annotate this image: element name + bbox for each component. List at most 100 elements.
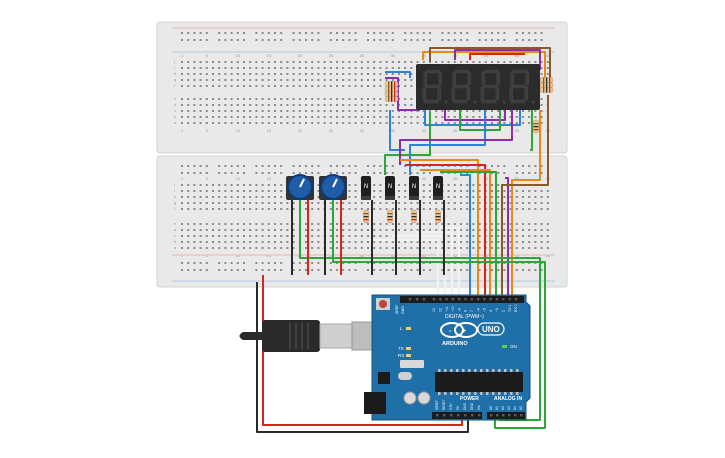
resistor[interactable] [539,82,554,88]
breadboard[interactable]: 1111555510101010151515152020202025252525… [156,21,568,288]
digital-pin[interactable] [483,298,486,301]
analog-pin[interactable] [502,414,505,417]
breadboard-hole [218,61,221,63]
breadboard-hole [199,116,202,118]
digital-pin[interactable] [439,298,442,301]
breadboard-hole [404,184,407,186]
breadboard-hole [354,110,357,112]
resistor[interactable] [435,209,441,224]
wire-purple-display-3[interactable] [444,105,506,121]
breadboard-hole [249,61,252,63]
transistor[interactable]: N [385,176,395,200]
header-pin[interactable] [422,298,426,301]
digital-pin[interactable] [458,298,461,301]
rail-hole [540,269,543,271]
power-pin[interactable] [478,414,481,417]
resistor[interactable] [533,119,539,134]
seven-segment-display[interactable] [416,64,540,110]
breadboard-hole [274,202,276,204]
breadboard-hole [280,85,283,87]
breadboard-hole [466,229,469,231]
wire-orange-seg-1[interactable] [400,159,479,298]
breadboard-hole [441,202,444,204]
breadboard-hole [435,122,438,124]
resistor[interactable] [539,77,554,83]
wire-orange-seg-2[interactable] [420,169,491,298]
wire-orange-display-1[interactable] [422,51,546,88]
analog-pin[interactable] [514,414,517,417]
resistor[interactable] [384,96,399,102]
breadboard-hole [373,67,376,69]
wire-green-display-2[interactable] [384,112,431,175]
analog-pin[interactable] [520,414,523,417]
breadboard-hole [181,229,183,231]
digital-pin[interactable] [451,298,455,301]
power-pin[interactable] [450,414,453,417]
resistor[interactable] [539,87,554,93]
wire-brown-display[interactable] [429,47,551,92]
transistor[interactable]: N [433,176,443,200]
wire-blue-display-2[interactable] [424,105,521,126]
mcu-pin [498,369,501,372]
resistor[interactable] [384,86,399,92]
digital-pin[interactable] [470,298,473,301]
wire-blue-display-1[interactable] [385,71,411,78]
breadboard-hole [298,79,301,81]
breadboard-bottom-half [156,155,568,288]
digital-pin[interactable] [476,298,480,301]
wire-red-display[interactable] [469,53,525,60]
power-pin[interactable] [436,414,439,417]
power-pin[interactable] [464,414,467,417]
wire-white-base-1[interactable] [368,238,440,298]
breadboard-hole [497,110,500,112]
transistor[interactable]: N [361,176,371,200]
digital-pin[interactable] [464,298,467,301]
resistor[interactable] [387,209,393,224]
digital-pin[interactable] [432,298,436,301]
digital-pin[interactable] [502,298,505,301]
wire-white-base-4[interactable] [440,226,461,298]
rail-hole [379,165,382,167]
potentiometer-2[interactable] [319,174,347,200]
wire-green-display-3[interactable] [530,108,533,151]
resistor[interactable] [384,81,399,87]
wire-brown-seg[interactable] [501,95,549,298]
wire-green-seg[interactable] [440,171,497,298]
wire-green-display-1[interactable] [459,108,501,131]
power-pin[interactable] [457,414,460,417]
power-pin[interactable] [443,414,446,417]
digital-pin[interactable] [514,298,518,301]
column-number: 60 [546,53,551,58]
wire-orange-seg-3[interactable] [511,110,541,298]
resistor[interactable] [411,209,417,224]
wire-green-pot-2[interactable] [332,200,546,429]
analog-pin[interactable] [490,414,493,417]
usb-cable[interactable] [239,320,379,352]
reset-button-cap[interactable] [379,300,387,308]
display-segment [525,71,530,86]
analog-pin[interactable] [508,414,511,417]
digital-pin[interactable] [508,298,511,301]
transistor[interactable]: N [409,176,419,200]
breadboard-hole [404,85,407,87]
analog-pin[interactable] [496,414,499,417]
power-pin[interactable] [471,414,474,417]
rail-hole [429,172,431,174]
wire-purple-display-1[interactable] [454,49,541,70]
resistor[interactable] [363,209,369,224]
breadboard-hole [354,104,357,106]
potentiometer-1[interactable] [286,174,314,200]
header-pin[interactable] [415,298,419,301]
breadboard-hole [373,122,376,124]
header-pin[interactable] [408,298,412,301]
wire-white-base-3[interactable] [416,230,454,298]
digital-pin[interactable] [489,298,492,301]
crystal [398,372,412,380]
breadboard-hole [509,208,512,210]
digital-pin[interactable] [495,298,499,301]
wire-red-seg[interactable] [405,164,486,298]
wire-purple-display-4[interactable] [399,108,513,165]
resistor[interactable] [384,91,399,97]
digital-pin[interactable] [445,298,448,301]
